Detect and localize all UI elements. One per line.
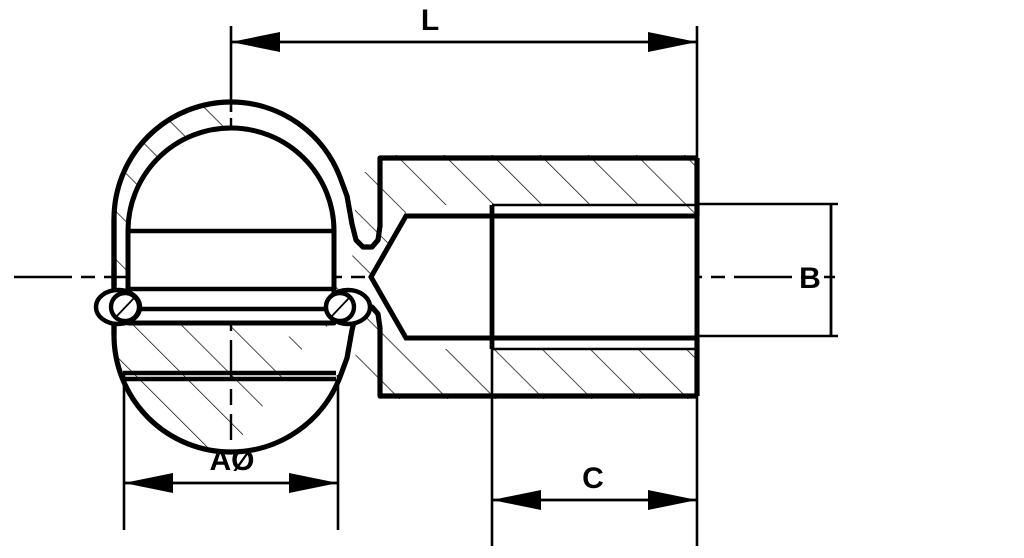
extension-lines [122, 26, 838, 546]
eye-outline-lower [111, 268, 697, 455]
dimension-A-diameter: AØ [124, 444, 338, 493]
dim-C-arrow-left [492, 490, 541, 510]
tapped-bore [368, 213, 700, 341]
dimension-B: B [799, 204, 833, 336]
dim-L-label: L [421, 4, 439, 37]
dimension-C: C [492, 462, 697, 510]
dim-C-label: C [582, 462, 604, 495]
dim-A-arrow-left [124, 473, 173, 493]
dim-L-arrow-left [231, 32, 280, 52]
circlip-left-hatch [115, 297, 135, 318]
retaining-ring-left [93, 287, 143, 327]
drill-point-and-bore [368, 213, 700, 341]
circlip-right-hatch [330, 297, 350, 318]
retaining-ring-right [323, 287, 373, 327]
eye-outline-upper [111, 99, 697, 286]
dim-C-arrow-right [648, 490, 697, 510]
thread-major-diameter-lines [492, 203, 697, 351]
dimension-L: L [231, 4, 697, 52]
spherical-bearing [125, 125, 337, 326]
dim-A-arrow-right [289, 473, 338, 493]
dim-L-arrow-right [648, 32, 697, 52]
dim-A-label: AØ [210, 444, 255, 477]
dim-B-label: B [799, 262, 821, 295]
bearing-ball-outline [125, 125, 337, 326]
bearing-race-lines [123, 228, 336, 382]
